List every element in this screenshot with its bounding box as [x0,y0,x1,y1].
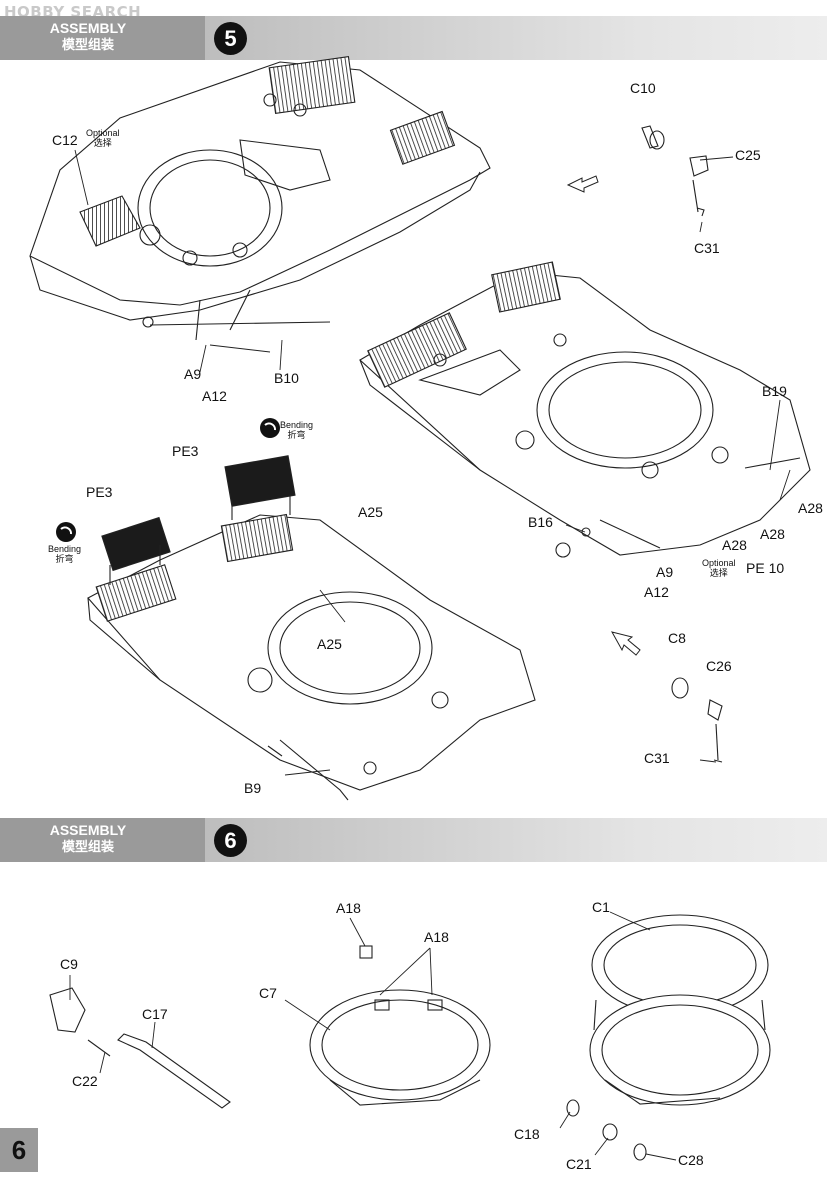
step-5-title: ASSEMBLY 模型组装 [18,20,158,54]
part-label-c1: C1 [592,899,610,915]
optional-note-en: Optional [702,558,736,568]
bending-note: Bending 折弯 [48,544,81,564]
part-label-c8: C8 [668,630,686,646]
step-5-header: ASSEMBLY 模型组装 5 [0,16,827,60]
header-light-bar [205,818,827,862]
barrel-assembly [49,987,231,1109]
bending-note-zh: 折弯 [55,554,74,564]
step-5-number: 5 [214,22,247,55]
part-label-c18: C18 [514,1126,540,1142]
part-label-c22: C22 [72,1073,98,1089]
part-label-a28: A28 [760,526,785,542]
hull-middle-left-drawing [87,455,536,801]
parts-c8-c26-c31 [671,677,723,763]
bending-icon [56,522,76,542]
hull-right-drawing [359,261,811,558]
part-label-b10: B10 [274,370,299,386]
part-label-a12: A12 [202,388,227,404]
header-light-bar [205,16,827,60]
header-dark-block [0,16,205,60]
bending-icon [260,418,280,438]
part-label-c21: C21 [566,1156,592,1172]
part-label-c31: C31 [644,750,670,766]
turret-c7 [309,945,491,1106]
part-label-c7: C7 [259,985,277,1001]
bending-note-zh: 折弯 [287,430,306,440]
part-label-c17: C17 [142,1006,168,1022]
bending-note: Bending 折弯 [280,420,313,440]
header-dark-block [0,818,205,862]
part-label-c9: C9 [60,956,78,972]
optional-note-en: Optional [86,128,120,138]
part-label-c31: C31 [694,240,720,256]
part-label-a25: A25 [317,636,342,652]
part-label-a12: A12 [644,584,669,600]
step-6-header: ASSEMBLY 模型组装 6 [0,818,827,862]
bending-note-en: Bending [280,420,314,430]
step-6-title: ASSEMBLY 模型组装 [18,822,158,856]
bending-note-en: Bending [48,544,82,554]
part-label-pe3: PE3 [86,484,113,500]
part-label-pe3: PE3 [172,443,199,459]
part-label-a9: A9 [184,366,202,382]
part-label-c26: C26 [706,658,732,674]
part-label-a25: A25 [358,504,383,520]
title-zh: 模型组装 [61,38,114,53]
hull-top-left-drawing [29,56,491,353]
part-label-a28: A28 [798,500,823,516]
parts-c10-c25-c31 [641,125,709,217]
part-label-b16: B16 [528,514,553,530]
part-label-c12: C12 [52,132,78,148]
part-label-c10: C10 [630,80,656,96]
optional-note: Optional 选择 [702,558,736,578]
part-label-a18: A18 [424,929,449,945]
part-label-b9: B9 [244,780,262,796]
title-en: ASSEMBLY [49,822,127,838]
callout-leaders [69,149,791,1161]
optional-note: Optional 选择 [86,128,120,148]
title-en: ASSEMBLY [49,20,127,36]
part-label-c25: C25 [735,147,761,163]
optional-note-zh: 选择 [93,138,112,148]
title-zh: 模型组装 [61,840,114,855]
page-number: 6 [0,1128,38,1172]
orientation-arrows [566,175,641,656]
part-label-a9: A9 [656,564,674,580]
optional-note-zh: 选择 [709,568,728,578]
step-6-number: 6 [214,824,247,857]
turret-c1 [566,914,771,1161]
part-label-a18: A18 [336,900,361,916]
part-label-a28: A28 [722,537,747,553]
part-label-c28: C28 [678,1152,704,1168]
part-label-pe10: PE 10 [746,560,785,576]
part-label-b19: B19 [762,383,787,399]
